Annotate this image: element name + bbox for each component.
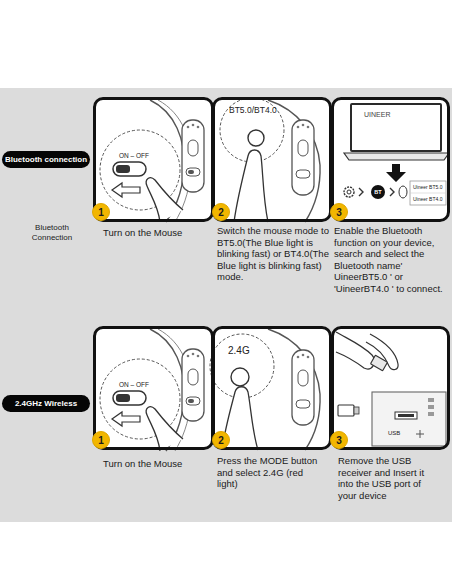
mode-button-drawing [220,98,320,222]
node-text: BT [374,189,381,195]
step-number: 1 [92,203,110,221]
illustration-label: Uineer BT4.0 [413,196,442,203]
mouse-switch-drawing [100,329,204,451]
mode-button-drawing [210,329,320,450]
illustration-label: USB [388,430,400,438]
laptop-drawing [344,153,449,205]
node-text: 1 [98,207,104,218]
illustration-label: Bluetooth Connection [20,223,84,244]
illustration-label: ON – OFF [119,381,149,389]
step-caption: Enable the Bluetooth function on your de… [334,225,451,294]
background-band [0,88,452,522]
node-text: 1 [98,435,104,446]
step-panel: Press the MODE button and select 2.4G (r… [212,326,332,450]
step-number: 2 [212,203,230,221]
step-panel: Switch the mouse mode to BT5.0(The Blue … [212,97,332,222]
step-number: 3 [330,203,348,221]
node-text: 2 [218,435,224,446]
section-label: Bluetooth connection [2,151,90,168]
bluetooth-icon: BT [371,185,385,199]
node-text: UINEER [364,111,390,118]
illustration-label: BT5.0/BT4.0 [229,105,277,116]
step-number: 1 [92,431,110,449]
step-caption: Turn on the Mouse [103,227,211,239]
usb-receiver-drawing [336,332,446,446]
step-caption: Turn on the Mouse [103,458,211,470]
section-label: 2.4GHz Wireless [2,395,90,412]
illustration-label: 2.4G [228,344,250,357]
illustration-label: ON – OFF [119,152,149,160]
mouse-switch-drawing [100,100,204,222]
panel-fills [93,97,450,450]
node-text: 3 [336,435,342,446]
step-number: 2 [212,431,230,449]
node-text: 3 [336,207,342,218]
step-caption: Remove the USB receiver and Insert it in… [338,455,442,501]
step-caption: Press the MODE button and select 2.4G (r… [217,455,321,490]
illustration-label: Uineer BT5.0 [413,184,442,191]
node-text: Bluetooth connection [5,155,87,164]
step-panel: Turn on the Mouse1 [93,97,214,222]
step-caption: Switch the mouse mode to BT5.0(The Blue … [217,225,330,283]
step-number: 3 [330,431,348,449]
step-panel: Turn on the Mouse1 [93,326,214,450]
node-text: 2 [218,207,224,218]
step-panel: Enable the Bluetooth function on your de… [331,97,450,222]
laptop-screen: UINEER [350,103,442,152]
node-text: 2.4GHz Wireless [15,399,77,408]
